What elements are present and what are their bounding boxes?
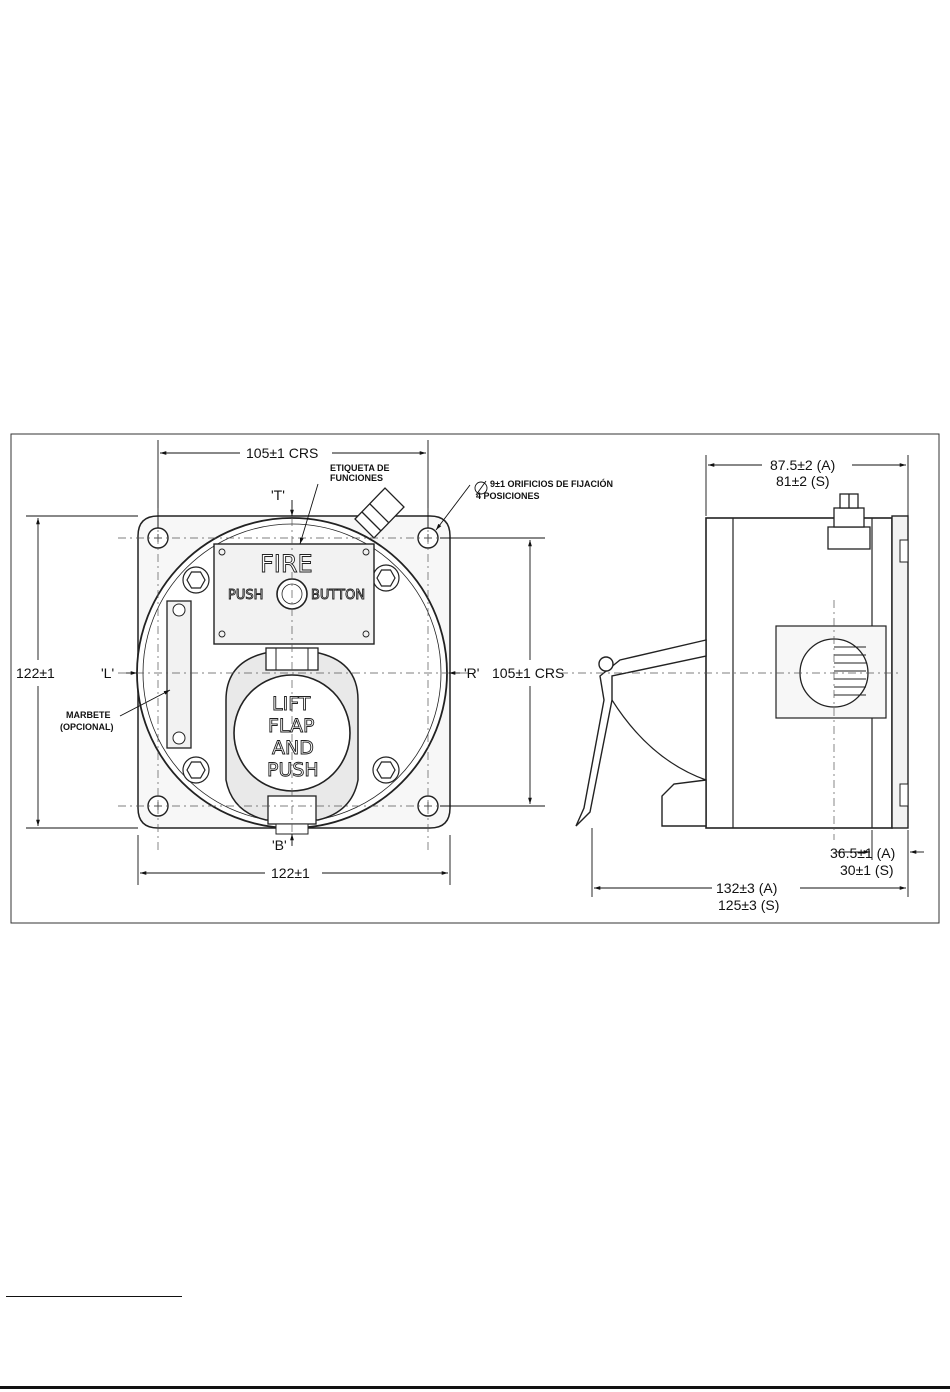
hole-note-1: 9±1 ORIFICIOS DE FIJACIÓN [490,478,613,489]
marbete-tag [167,601,191,748]
label-b: 'B' [272,837,287,853]
hole-note-2: 4 POSICIONES [476,491,540,501]
side-right-dim-s: 30±1 (S) [840,862,894,878]
marbete-label-1: MARBETE [66,710,111,720]
plate-fire-text: FIRE [260,550,313,578]
plate-push-text: PUSH [228,588,263,603]
flap-text-push: PUSH [267,759,319,781]
marbete-label-2: (OPCIONAL) [60,722,114,732]
side-right-dim-a: 36.5±1 (A) [830,845,895,861]
side-flap [576,640,706,826]
etiqueta-label-2: FUNCIONES [330,473,383,483]
dim-right-text: 105±1 CRS [492,665,564,681]
front-view [118,488,470,850]
side-top-dim-s: 81±2 (S) [776,473,830,489]
side-mount-flange [892,516,908,828]
side-gland [828,494,870,549]
page-bottom-rule [0,1386,950,1389]
dim-top-text: 105±1 CRS [246,445,318,461]
flap-text-and: AND [272,737,314,759]
flap-text-flap: FLAP [268,715,314,737]
side-top-dim-a: 87.5±2 (A) [770,457,835,473]
dim-bottom-text: 122±1 [271,865,310,881]
label-t: 'T' [271,487,285,503]
flap-text-lift: LIFT [272,693,311,715]
side-bottom-dim-s: 125±3 (S) [718,897,779,913]
side-view [560,494,908,840]
etiqueta-label-1: ETIQUETA DE [330,463,390,473]
dim-left-text: 122±1 [16,665,55,681]
label-r: 'R' [464,665,479,681]
plate-button-text: BUTTON [311,588,365,603]
side-bottom-dim-a: 132±3 (A) [716,880,777,896]
footnote-rule [6,1296,182,1297]
label-l: 'L' [101,665,114,681]
leader-hole [436,485,470,530]
